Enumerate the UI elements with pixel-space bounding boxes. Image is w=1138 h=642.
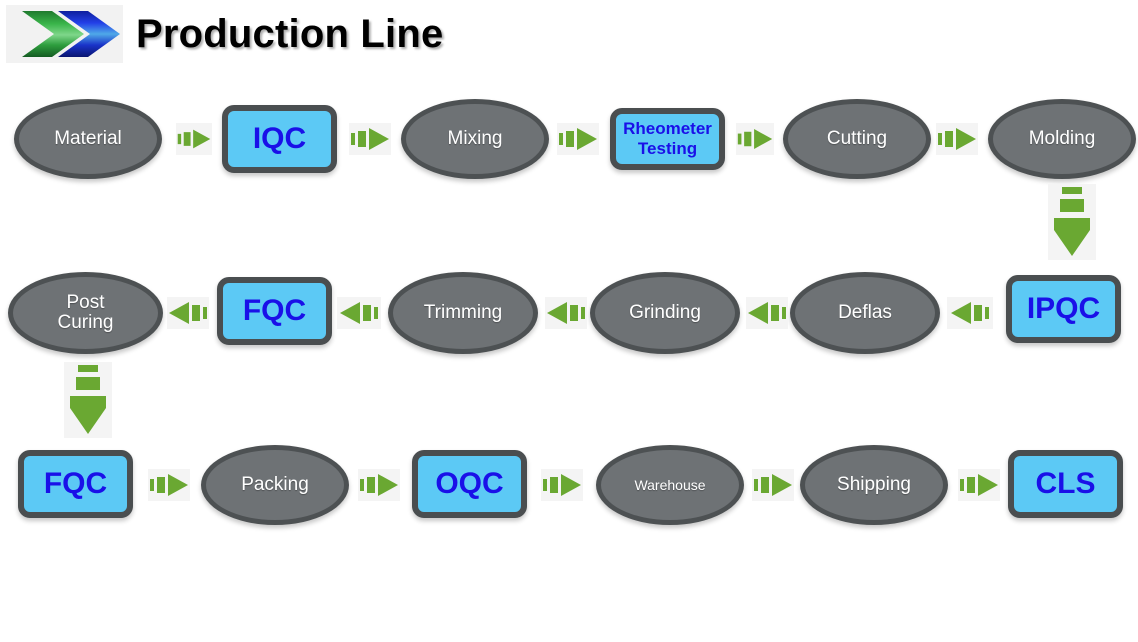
flow-node-material[interactable]: Material — [14, 99, 162, 179]
flow-node-label: FQC — [242, 294, 307, 328]
flow-arrow-left — [337, 297, 381, 329]
flow-node-oqc[interactable]: OQC — [412, 450, 527, 518]
flow-node-label: Material — [54, 127, 122, 149]
flow-node-iqc[interactable]: IQC — [222, 105, 337, 173]
flow-node-label: CLS — [1035, 467, 1096, 501]
flow-arrow-down — [1048, 184, 1096, 260]
flow-arrow-right — [148, 469, 190, 501]
flow-node-label: OQC — [435, 467, 504, 501]
flow-node-ipqc[interactable]: IPQC — [1006, 275, 1121, 343]
page-title: Production Line — [136, 12, 444, 56]
flow-node-label: Grinding — [629, 301, 701, 323]
flow-arrow-right — [541, 469, 583, 501]
flow-arrow-left — [947, 297, 993, 329]
page-header: Production Line — [0, 0, 1138, 74]
flow-node-label: IQC — [252, 122, 307, 156]
flow-arrow-right — [358, 469, 400, 501]
flow-node-warehouse[interactable]: Warehouse — [596, 445, 744, 525]
flow-node-molding[interactable]: Molding — [988, 99, 1136, 179]
flow-node-label: Shipping — [837, 473, 911, 495]
flow-node-grinding[interactable]: Grinding — [590, 272, 740, 354]
flow-node-label: FQC — [43, 467, 108, 501]
flow-node-fqc-1[interactable]: FQC — [217, 277, 332, 345]
flow-node-shipping[interactable]: Shipping — [800, 445, 948, 525]
flow-arrow-down — [64, 362, 112, 438]
flow-node-cls[interactable]: CLS — [1008, 450, 1123, 518]
flow-node-label: Packing — [241, 473, 309, 495]
flow-arrow-right — [557, 123, 599, 155]
flow-arrow-left — [746, 297, 788, 329]
flow-node-label: Cutting — [826, 127, 888, 149]
flow-node-label: Trimming — [423, 301, 503, 323]
flow-node-label: Warehouse — [634, 476, 706, 493]
flow-node-trimming[interactable]: Trimming — [388, 272, 538, 354]
flow-arrow-right — [752, 469, 794, 501]
flow-arrow-left — [545, 297, 587, 329]
flow-arrow-left — [167, 297, 209, 329]
flow-node-fqc-2[interactable]: FQC — [18, 450, 133, 518]
flow-node-label: Deflas — [838, 301, 892, 323]
flow-arrow-right — [349, 123, 391, 155]
flow-node-cutting[interactable]: Cutting — [783, 99, 931, 179]
flow-node-label: IPQC — [1026, 292, 1101, 326]
flow-arrow-right — [958, 469, 1000, 501]
flow-node-label: Mixing — [447, 127, 503, 149]
flow-node-packing[interactable]: Packing — [201, 445, 349, 525]
double-chevron-logo-icon — [6, 5, 123, 63]
flow-arrow-right — [176, 123, 212, 155]
flow-arrow-right — [936, 123, 978, 155]
flow-node-mixing[interactable]: Mixing — [401, 99, 549, 179]
flow-arrow-right — [736, 123, 774, 155]
flow-node-deflas[interactable]: Deflas — [790, 272, 940, 354]
flow-node-label: Molding — [1028, 127, 1096, 149]
